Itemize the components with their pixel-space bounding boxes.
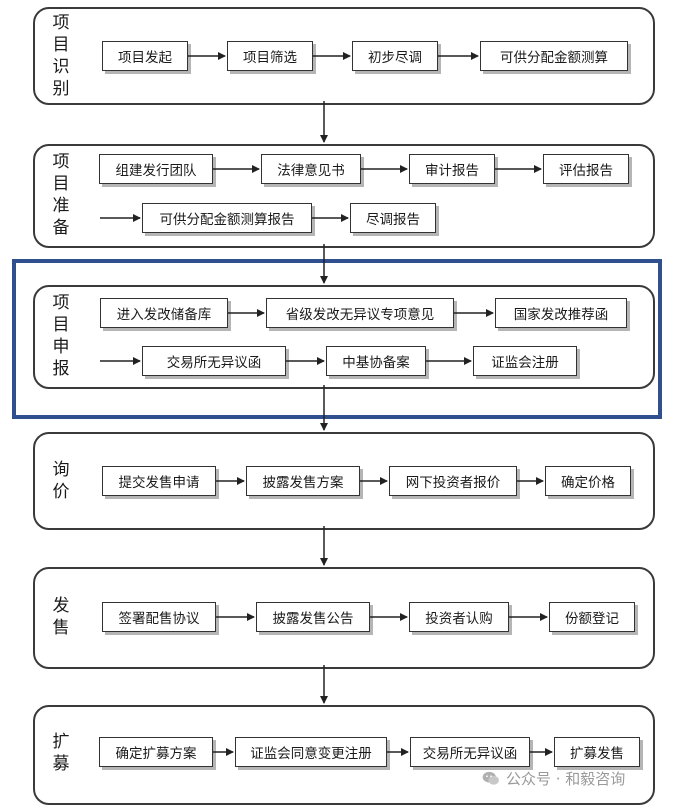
step-valuation-report: 评估报告 [543,154,629,184]
stage-label: 扩募 [52,732,70,774]
step-build-team: 组建发行团队 [99,154,213,184]
step-ndrc-recommendation: 国家发改推荐函 [495,298,627,328]
step-offering-announcement: 披露发售公告 [256,602,370,632]
stage-label: 项目识别 [52,13,70,99]
step-disclose-plan: 披露发售方案 [246,466,360,496]
step-offline-quote: 网下投资者报价 [389,466,517,496]
step-csrc-registration: 证监会注册 [473,346,577,376]
step-provincial-opinion: 省级发改无异议专项意见 [266,298,454,328]
wechat-icon [482,771,499,785]
step-determine-price: 确定价格 [545,466,631,496]
step-placement-agreement: 签署配售协议 [102,602,216,632]
step-dd-report: 尽调报告 [350,203,436,233]
watermark: 公众号 · 和毅咨询 [482,768,625,789]
step-expansion-plan: 确定扩募方案 [99,737,213,767]
highlight-frame-project-filing [12,259,662,419]
step-investor-subscription: 投资者认购 [409,602,509,632]
step-csrc-change-registration: 证监会同意变更注册 [235,737,387,767]
step-submit-application: 提交发售申请 [102,466,216,496]
step-distributable-report: 可供分配金额测算报告 [142,203,312,233]
step-expansion-offering: 扩募发售 [554,737,640,767]
step-audit-report: 审计报告 [409,154,495,184]
watermark-text: 公众号 · 和毅咨询 [506,770,626,788]
step-distributable-calc: 可供分配金额测算 [480,41,628,71]
stage-label: 发售 [52,596,70,638]
step-amac-filing: 中基协备案 [326,346,426,376]
step-exchange-no-objection: 交易所无异议函 [142,346,286,376]
step-exchange-no-objection-2: 交易所无异议函 [410,737,530,767]
step-preliminary-dd: 初步尽调 [352,41,438,71]
step-project-initiation: 项目发起 [102,41,188,71]
step-reserve-library: 进入发改储备库 [100,298,228,328]
stage-label: 项目申报 [52,293,70,379]
step-project-screening: 项目筛选 [227,41,313,71]
stage-label: 项目准备 [52,152,70,238]
step-share-registration: 份额登记 [549,602,635,632]
stage-label: 询价 [52,460,70,502]
step-legal-opinion: 法律意见书 [261,154,361,184]
